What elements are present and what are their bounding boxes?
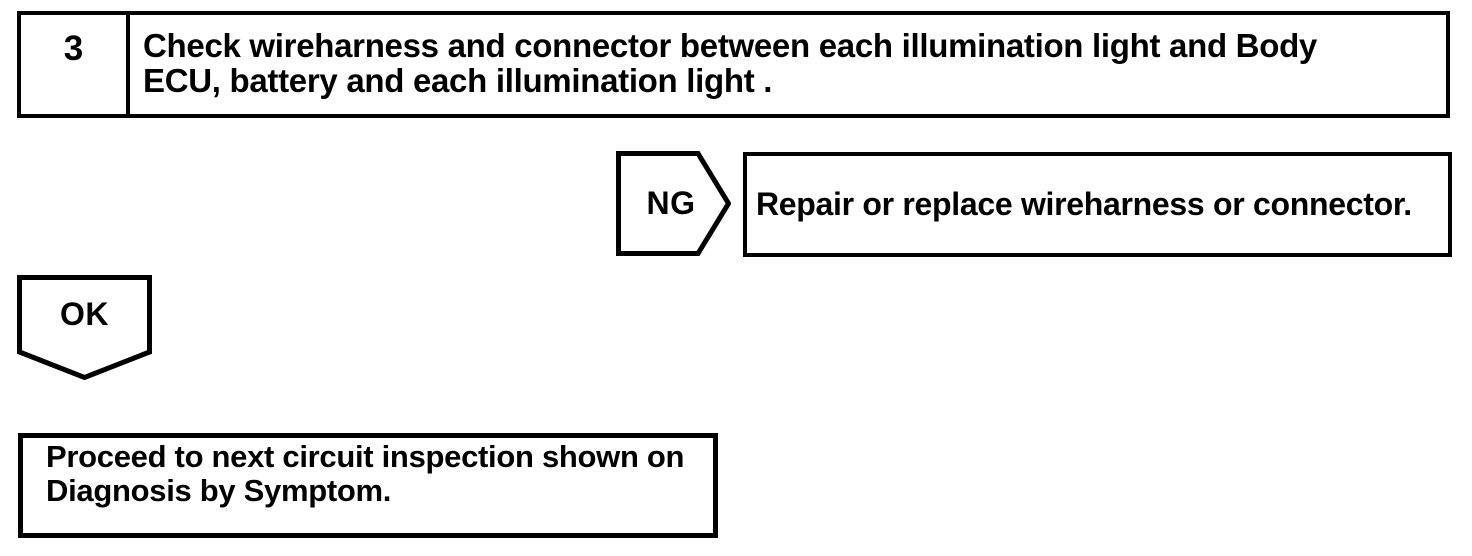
ng-connector: NG xyxy=(616,151,731,256)
ok-result-line-2: Diagnosis by Symptom. xyxy=(46,473,392,508)
ng-label: NG xyxy=(646,185,696,221)
step-instruction: Check wireharness and connector between … xyxy=(130,15,1446,114)
ok-pentagon-icon xyxy=(17,275,152,380)
step-number: 3 xyxy=(63,29,84,68)
ng-pentagon-icon xyxy=(616,151,731,256)
ok-result-line-1: Proceed to next circuit inspection shown… xyxy=(46,439,685,474)
ok-connector: OK xyxy=(17,275,152,380)
ng-action-box: Repair or replace wireharness or connect… xyxy=(743,152,1452,257)
ok-label: OK xyxy=(60,295,109,332)
step-instruction-line-2: ECU, battery and each illumination light… xyxy=(143,62,773,99)
ok-result-box: Proceed to next circuit inspection shown… xyxy=(18,433,718,538)
step-instruction-line-1: Check wireharness and connector between … xyxy=(143,27,1317,64)
step-number-cell: 3 xyxy=(21,15,130,114)
ng-action-text: Repair or replace wireharness or connect… xyxy=(756,186,1412,222)
step-box: 3 Check wireharness and connector betwee… xyxy=(17,11,1450,118)
